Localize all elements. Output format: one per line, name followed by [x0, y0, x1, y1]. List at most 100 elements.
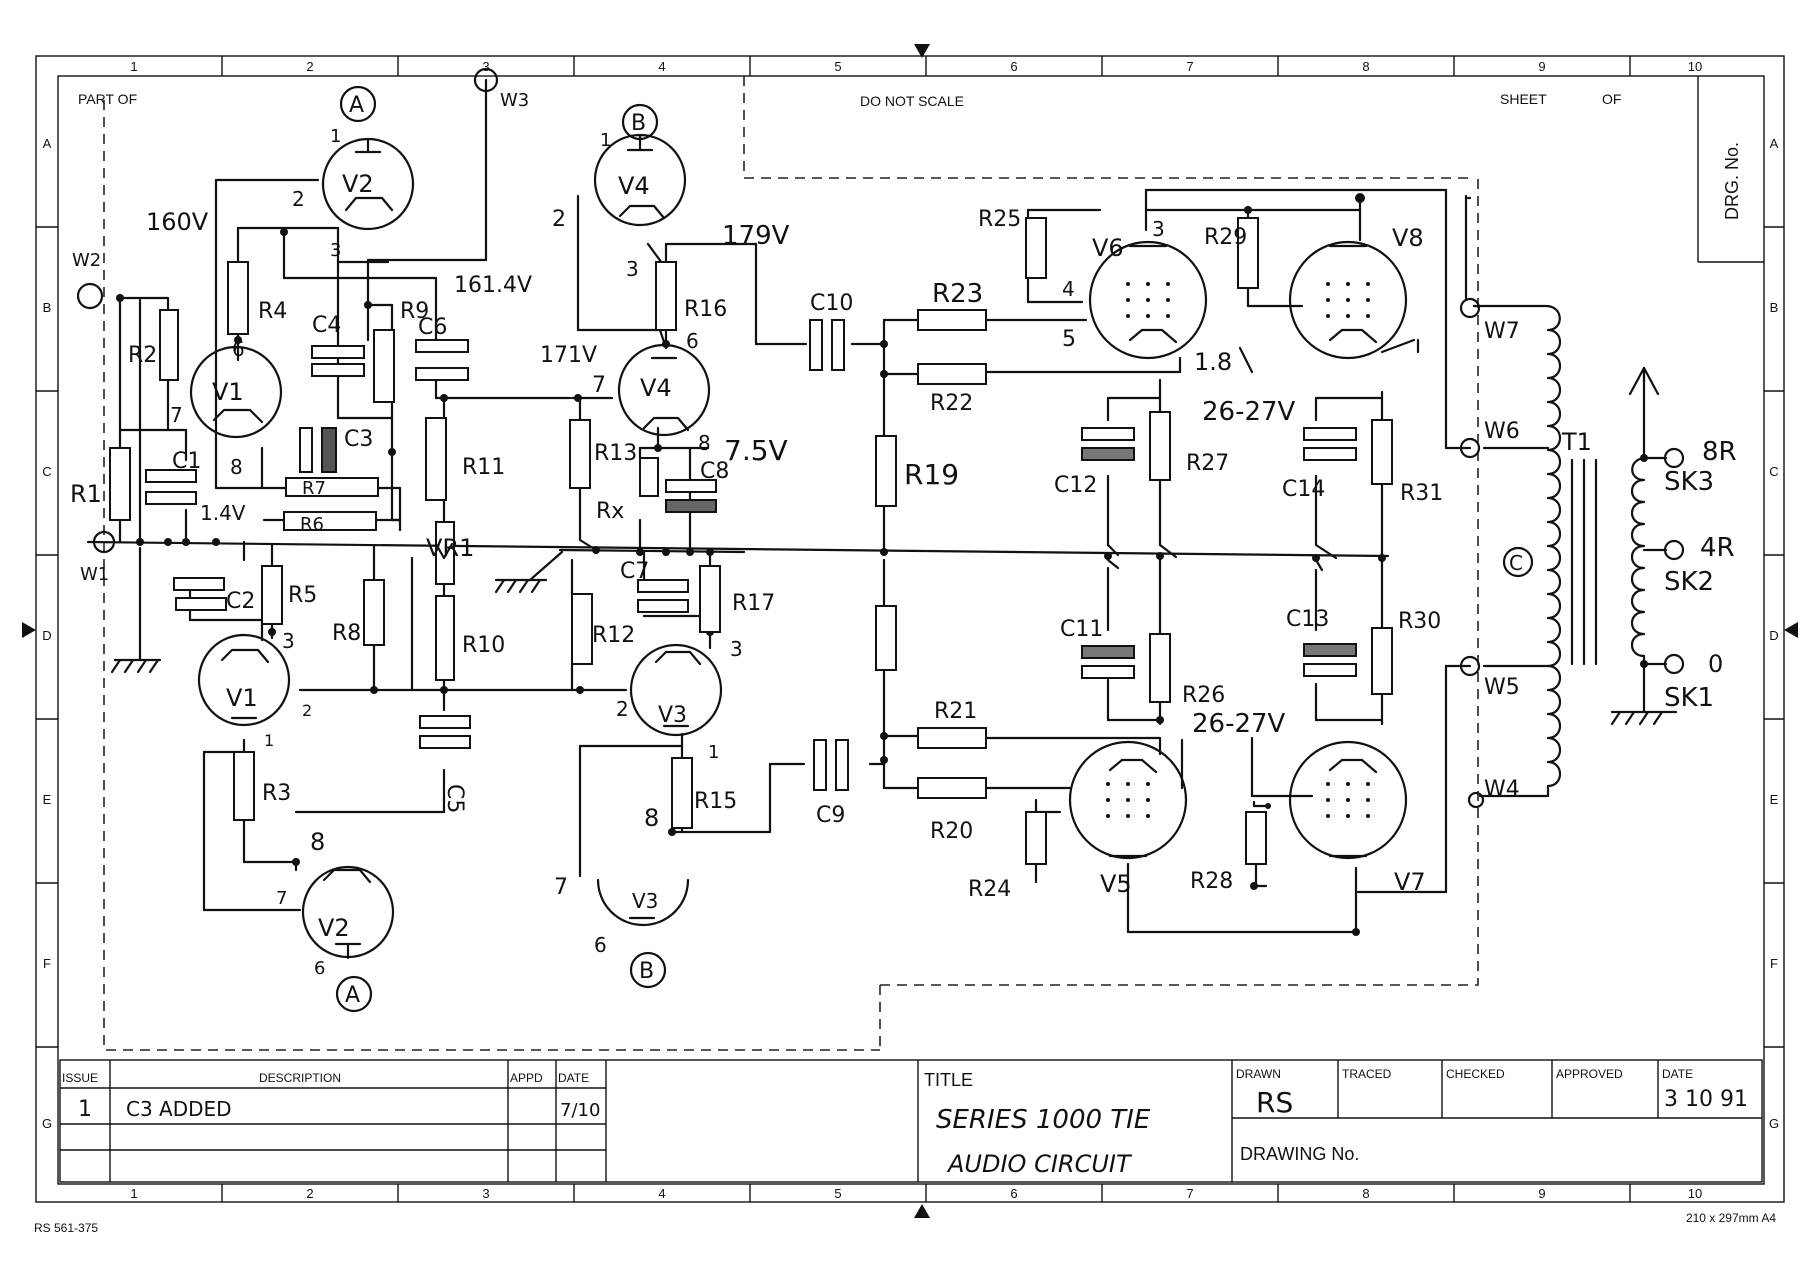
resistor-label: R3: [262, 781, 291, 806]
resistor-body: [917, 777, 987, 799]
capacitor-plate: [665, 499, 717, 513]
resistor-body: [1371, 419, 1393, 485]
centre-mark-right: [1784, 622, 1798, 638]
date-value: 3 10 91: [1664, 1087, 1748, 1112]
pin-number: 8: [310, 828, 325, 856]
resistor-body: [1025, 811, 1047, 865]
capacitor-plate: [665, 479, 717, 493]
resistor-body: [917, 727, 987, 749]
voltage-label: 7.5V: [724, 434, 788, 467]
marker-label: A: [345, 983, 360, 1008]
resistor-label: R23: [932, 279, 983, 309]
centre-mark-bottom: [914, 1204, 930, 1218]
col-label: 6: [1010, 59, 1017, 74]
resistor-label: R30: [1398, 609, 1441, 634]
schematic-labels: V2 V1 V1 V2 V4 V4 V3 V3 V5 V6 V7 V8 R1 R…: [70, 90, 1737, 1008]
connector-label: W2: [72, 250, 101, 271]
pin-number: 8: [230, 455, 243, 479]
valve-label: V4: [640, 374, 672, 402]
drg-no-label: DRG. No.: [1722, 142, 1742, 220]
voltage-label: 160V: [146, 208, 209, 236]
resistor-label: R17: [732, 591, 775, 616]
resistor-body: [435, 595, 455, 681]
resistor-body: [671, 757, 693, 829]
resistor-body: [1025, 217, 1047, 279]
date-header: DATE: [558, 1071, 589, 1085]
centre-mark-left: [22, 622, 36, 638]
pin-number: 4: [1062, 277, 1075, 301]
centre-mark-top: [914, 44, 930, 58]
capacitor-label: C10: [810, 291, 853, 316]
valve-label: V4: [618, 172, 650, 200]
resistor-label: R4: [258, 299, 287, 324]
marker-b-icon: [629, 951, 667, 989]
resistor-body: [571, 593, 593, 665]
resistor-body: [639, 457, 659, 497]
row-label: G: [1769, 1116, 1779, 1131]
col-label: 1: [130, 59, 137, 74]
pin-number: 1: [708, 742, 719, 763]
pin-number: 7: [170, 403, 183, 427]
sheet-frame: 1 2 3 4 5 6 7 8 9 10 1 2 3 4 5 6 7 8 9 1…: [22, 44, 1798, 1235]
resistor-label: R13: [594, 441, 637, 466]
capacitor-plate: [1303, 427, 1357, 441]
resistor-label: R25: [978, 207, 1021, 232]
valve-label: V2: [342, 170, 374, 198]
col-label: 7: [1186, 1186, 1193, 1201]
marker-label: B: [639, 959, 654, 984]
pin-number: 3: [730, 637, 743, 661]
capacitor-plate: [311, 363, 365, 377]
title-label: TITLE: [924, 1070, 973, 1090]
valve-label: V7: [1394, 868, 1426, 896]
connector-w1-icon: [92, 530, 116, 554]
appd-header: APPD: [510, 1071, 543, 1085]
resistor-body: [261, 565, 283, 625]
row-label: D: [42, 628, 51, 643]
connector-label: W5: [1484, 675, 1520, 700]
valve-label: V2: [318, 914, 350, 942]
capacitor-label: C8: [700, 459, 729, 484]
connectors: [76, 67, 1685, 1013]
row-label: E: [1770, 792, 1779, 807]
pin-number: 2: [552, 207, 566, 232]
pin-number: 1: [264, 731, 274, 750]
socket-sk1-icon: [1663, 653, 1685, 675]
resistor-body: [569, 419, 591, 489]
capacitor-plate: [145, 491, 197, 505]
pin-number: 7: [592, 373, 606, 398]
valve-label: V6: [1092, 234, 1124, 262]
potentiometer-label: VR1: [426, 534, 474, 562]
row-label: A: [43, 136, 52, 151]
resistor-label: Rx: [596, 499, 624, 524]
pin-number: 2: [292, 187, 305, 211]
resistor-body: [363, 579, 385, 646]
resistor-label: R10: [462, 633, 505, 658]
connector-w6-icon: [1459, 437, 1481, 459]
resistor-body: [1149, 633, 1171, 703]
title-line-2: AUDIO CIRCUIT: [946, 1150, 1133, 1178]
resistor-body: [425, 417, 447, 501]
pin-number: 1: [600, 130, 611, 151]
marker-a-icon: [335, 975, 373, 1013]
pin-number: 3: [626, 257, 639, 281]
col-label: 1: [130, 1186, 137, 1201]
capacitor-plate: [1081, 645, 1135, 659]
resistor-label: R27: [1186, 451, 1229, 476]
socket-value: 4R: [1700, 533, 1735, 563]
capacitor-label: C4: [312, 313, 341, 338]
pin-number: 6: [314, 958, 325, 979]
capacitor-plate: [1303, 447, 1357, 461]
col-label: 2: [306, 1186, 313, 1201]
row-label: B: [43, 300, 52, 315]
resistor-body: [875, 435, 897, 507]
resistor-body: [1237, 217, 1259, 289]
voltage-label: 171V: [540, 343, 597, 368]
socket-sk2-icon: [1663, 539, 1685, 561]
pin-number: 1: [330, 126, 341, 147]
resistor-body: [373, 329, 395, 403]
title-block: ISSUE DESCRIPTION APPD DATE DRAWN TRACED…: [59, 1059, 1763, 1183]
row-label: B: [1770, 300, 1779, 315]
capacitor-label: C1: [172, 449, 201, 474]
socket-label: SK2: [1664, 567, 1714, 597]
